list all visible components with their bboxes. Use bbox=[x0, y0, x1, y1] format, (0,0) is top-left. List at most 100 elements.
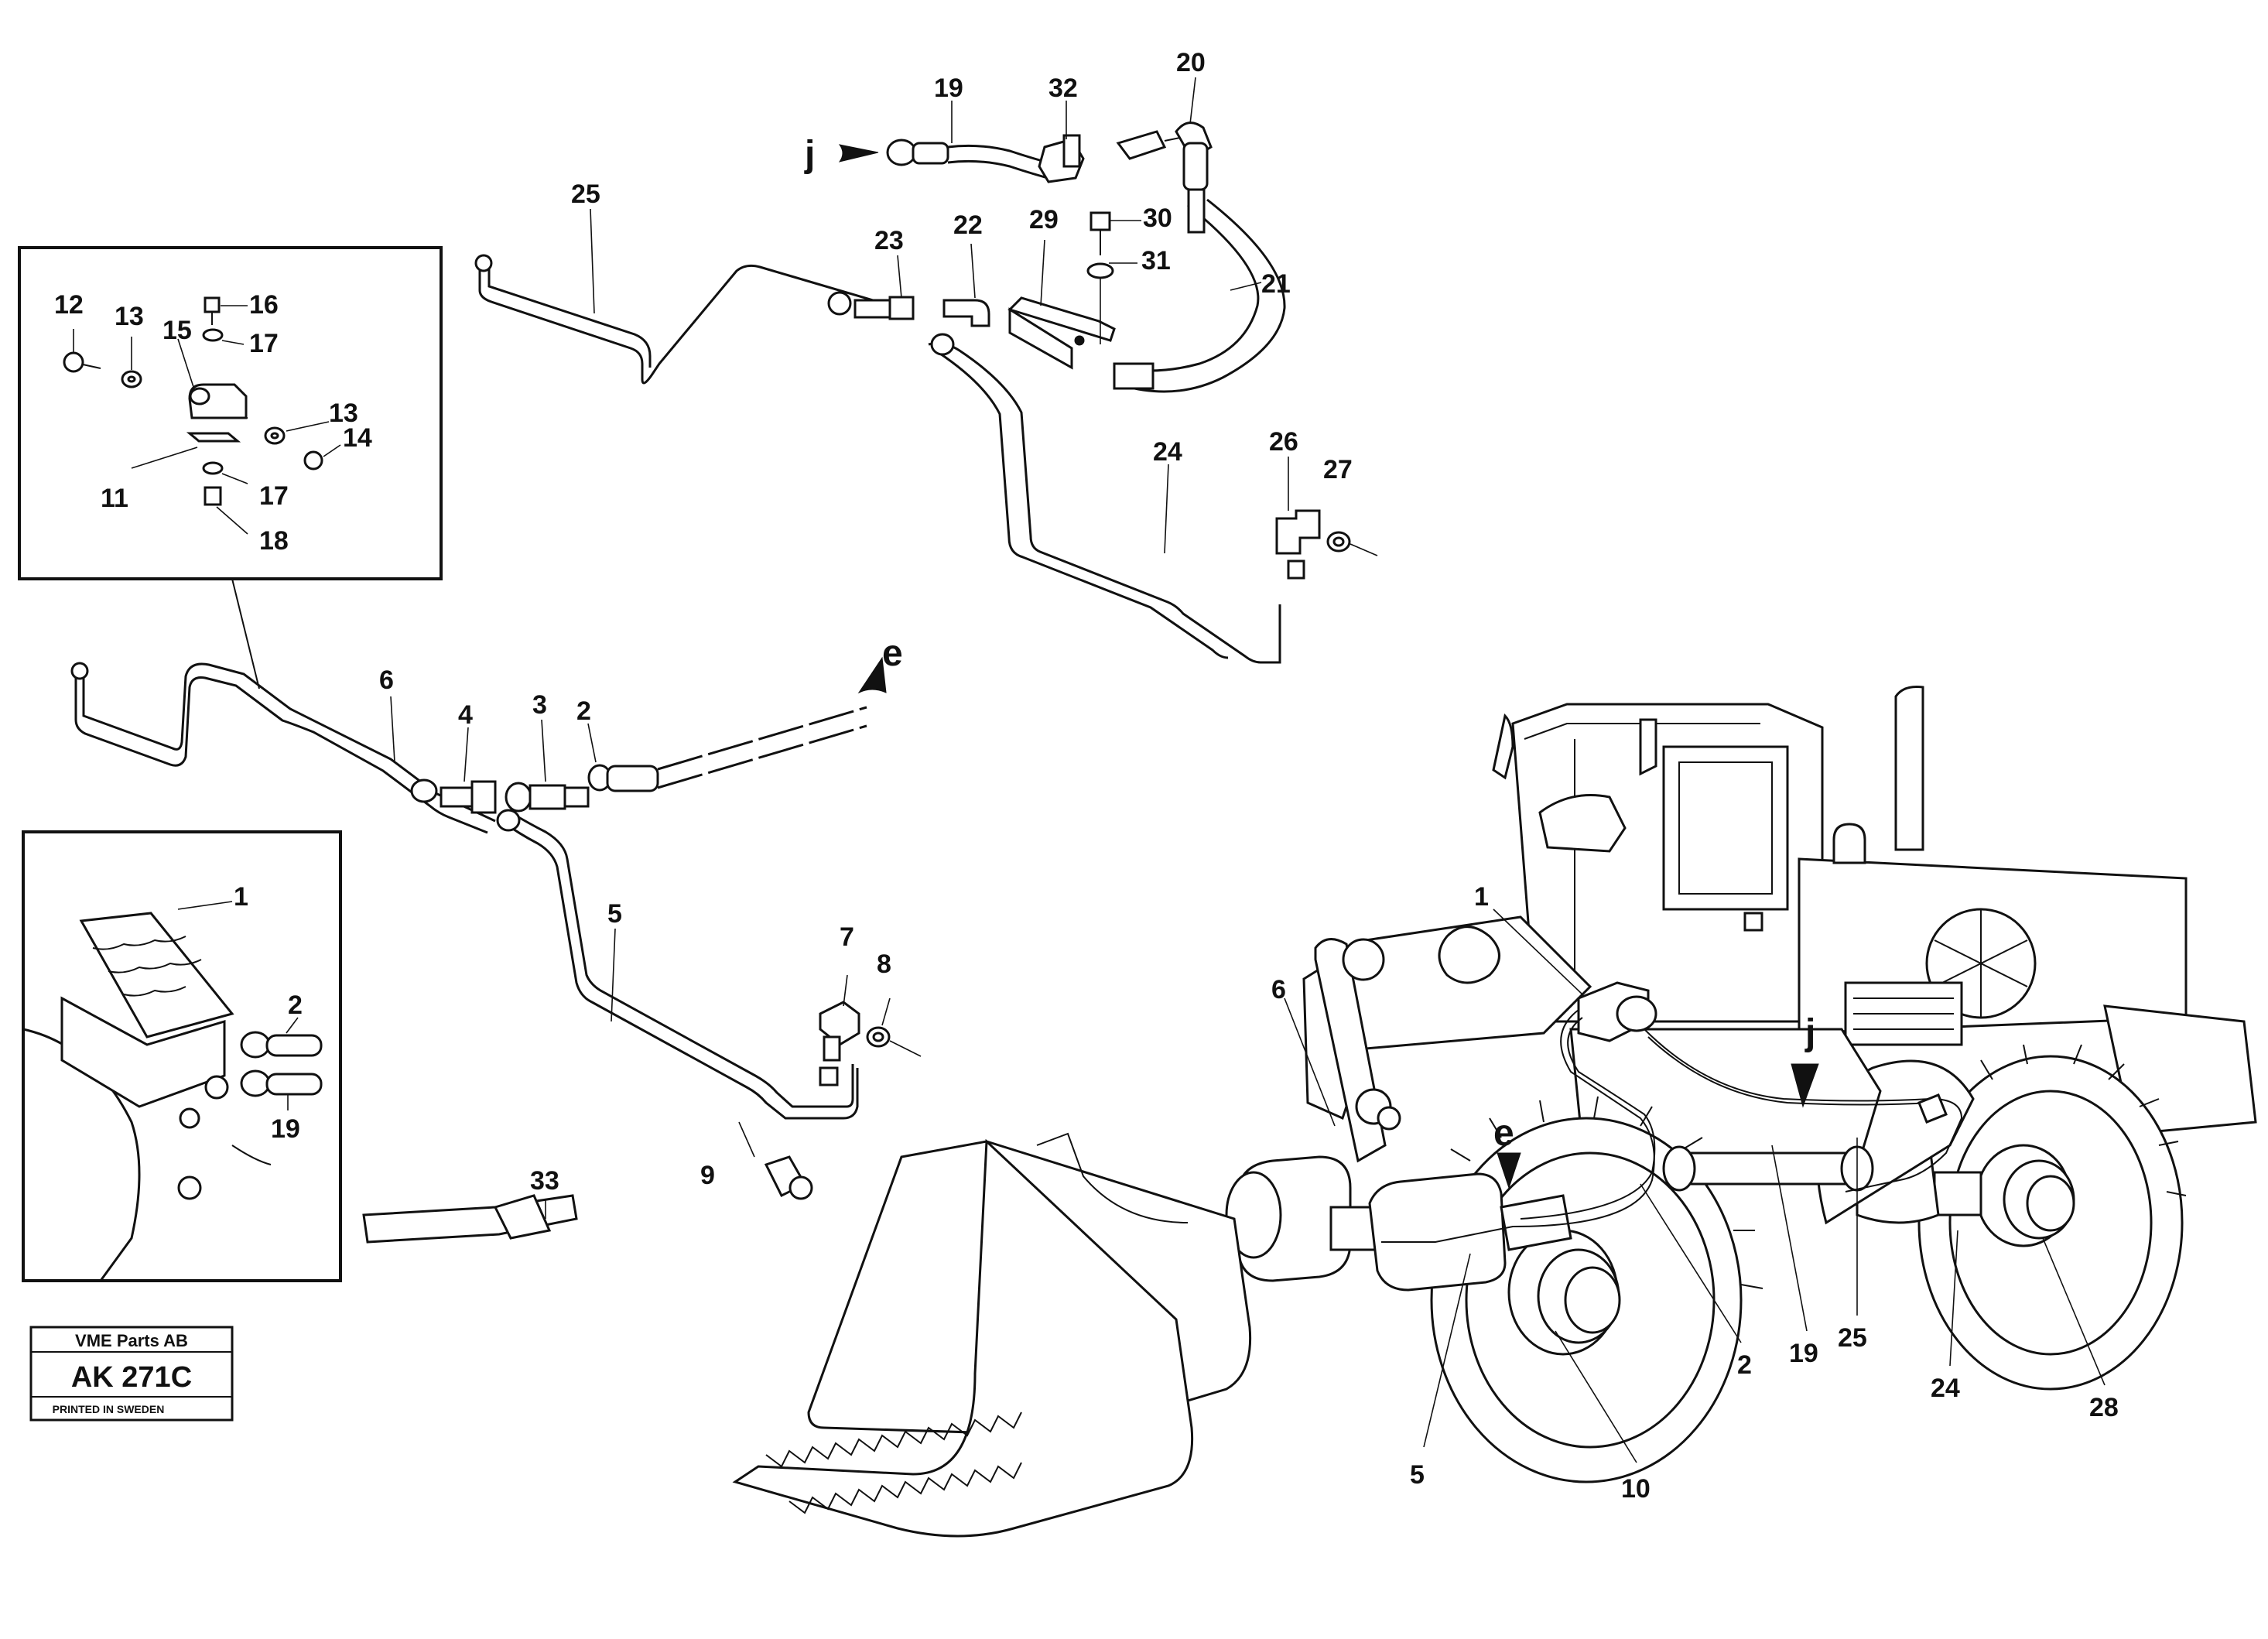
label-13b: 13 bbox=[329, 399, 358, 428]
label-29: 29 bbox=[1029, 205, 1059, 234]
label-10: 10 bbox=[1621, 1474, 1651, 1504]
label-26: 26 bbox=[1269, 427, 1298, 457]
label-1-pedal: 1 bbox=[234, 882, 248, 912]
loader-line-e bbox=[1381, 1009, 1655, 1243]
label-17a: 17 bbox=[249, 329, 279, 358]
label-22: 22 bbox=[953, 210, 983, 240]
washer-27 bbox=[1326, 531, 1378, 556]
exhaust-stack bbox=[1894, 686, 1924, 851]
pedal-base bbox=[60, 996, 226, 1108]
label-2-loader: 2 bbox=[1737, 1350, 1752, 1380]
pipe-5 bbox=[502, 820, 859, 1120]
elbow-20 bbox=[1175, 121, 1213, 234]
label-1-loader: 1 bbox=[1474, 882, 1489, 912]
label-2-inset: 2 bbox=[288, 991, 303, 1020]
label-6-loader: 6 bbox=[1271, 975, 1286, 1004]
label-19-top: 19 bbox=[934, 74, 963, 103]
rear-axle-housing bbox=[1933, 1171, 1982, 1216]
elbow-22 bbox=[942, 299, 990, 327]
pedal-cover-33 bbox=[362, 1194, 578, 1244]
washer-17b bbox=[202, 461, 248, 484]
brake-valve-loader bbox=[1577, 981, 1657, 1042]
washer-13a bbox=[121, 337, 142, 388]
bucket bbox=[732, 1132, 1252, 1538]
label-21: 21 bbox=[1261, 269, 1291, 299]
view-arrow-j-top: j bbox=[804, 134, 879, 175]
view-arrow-j-loader-label: j bbox=[1804, 1012, 1815, 1053]
label-4: 4 bbox=[458, 700, 473, 730]
screw-30 bbox=[1090, 211, 1111, 255]
inset-leader bbox=[231, 578, 260, 689]
bucket-teeth bbox=[765, 1411, 1022, 1468]
label-19-loader: 19 bbox=[1789, 1339, 1818, 1368]
label-9: 9 bbox=[700, 1161, 715, 1190]
view-arrow-j-label: j bbox=[804, 134, 815, 175]
fitting-9 bbox=[738, 1121, 813, 1200]
label-24-top: 24 bbox=[1153, 437, 1182, 467]
washer-31 bbox=[1086, 262, 1114, 279]
fitting-20-stub bbox=[1116, 130, 1167, 160]
label-33: 33 bbox=[530, 1166, 559, 1196]
nut-14 bbox=[303, 444, 341, 470]
mirror-left bbox=[1492, 713, 1514, 780]
loader-line-j bbox=[1644, 1028, 1963, 1192]
label-28: 28 bbox=[2089, 1393, 2119, 1422]
label-23: 23 bbox=[874, 226, 904, 255]
pipe-24 bbox=[928, 342, 1281, 664]
bracket-29 bbox=[1007, 296, 1116, 370]
stamp-company: VME Parts AB bbox=[75, 1331, 188, 1350]
label-7: 7 bbox=[840, 922, 854, 952]
publisher-stamp: VME Parts AB AK 271C PRINTED IN SWEDEN bbox=[29, 1326, 234, 1422]
mirror-right bbox=[1639, 718, 1657, 776]
view-arrow-j-loader: j bbox=[1791, 1012, 1819, 1108]
label-31: 31 bbox=[1141, 246, 1171, 275]
front-differential bbox=[1368, 1172, 1507, 1292]
pipe-6 bbox=[74, 673, 488, 834]
middle-pipe-assembly: e bbox=[70, 633, 922, 1200]
label-17b: 17 bbox=[259, 481, 289, 511]
label-19-inset: 19 bbox=[271, 1114, 300, 1144]
fitting-19-inset bbox=[240, 1069, 323, 1110]
clip-15 bbox=[177, 338, 248, 443]
operator-seat bbox=[1538, 794, 1627, 853]
tee-4 bbox=[440, 780, 497, 814]
bolt-12 bbox=[63, 329, 101, 373]
screw-16 bbox=[204, 296, 248, 325]
label-5-loader: 5 bbox=[1410, 1460, 1425, 1490]
view-arrow-e-loader: e bbox=[1493, 1113, 1521, 1189]
view-arrow-e-top: e bbox=[857, 633, 903, 694]
stamp-code: AK 271C bbox=[71, 1361, 192, 1394]
view-arrow-e-label: e bbox=[882, 633, 903, 674]
elbow-7 bbox=[819, 974, 860, 1062]
leader-1-inset bbox=[177, 901, 233, 910]
air-intake bbox=[1832, 823, 1866, 864]
label-5-mid: 5 bbox=[607, 899, 622, 929]
fitting-2-inset bbox=[240, 1017, 323, 1059]
label-6-mid: 6 bbox=[379, 666, 394, 695]
label-12: 12 bbox=[54, 290, 84, 320]
front-brake-drum-10 bbox=[1507, 1229, 1621, 1356]
washer-17a bbox=[202, 328, 245, 345]
upper-pipe-assembly bbox=[474, 77, 1378, 664]
drive-shaft bbox=[1670, 1151, 1866, 1186]
pipe-25 bbox=[478, 264, 892, 385]
washer-13b bbox=[264, 421, 330, 445]
leader-11 bbox=[131, 447, 198, 469]
part-number-labels: 12 13 15 16 17 13 14 11 17 18 25 19 32 2… bbox=[54, 48, 2119, 1504]
fitting-3 bbox=[505, 782, 590, 813]
rear-brake-drum-28 bbox=[1976, 1144, 2075, 1247]
label-11: 11 bbox=[101, 484, 128, 513]
label-25-top: 25 bbox=[571, 180, 600, 209]
label-27: 27 bbox=[1323, 455, 1353, 484]
connector-32 bbox=[1038, 134, 1085, 183]
label-24-loader: 24 bbox=[1931, 1374, 1960, 1403]
label-25-loader: 25 bbox=[1838, 1323, 1867, 1353]
pedal-detail-inset bbox=[22, 830, 342, 1282]
label-15: 15 bbox=[162, 316, 192, 345]
label-2-mid: 2 bbox=[576, 696, 591, 726]
nut-5-end bbox=[819, 1066, 839, 1086]
fitting-23 bbox=[827, 291, 915, 320]
label-13a: 13 bbox=[115, 302, 144, 331]
nut-18 bbox=[204, 486, 248, 535]
wheel-loader-illustration: e j bbox=[732, 686, 2257, 1538]
